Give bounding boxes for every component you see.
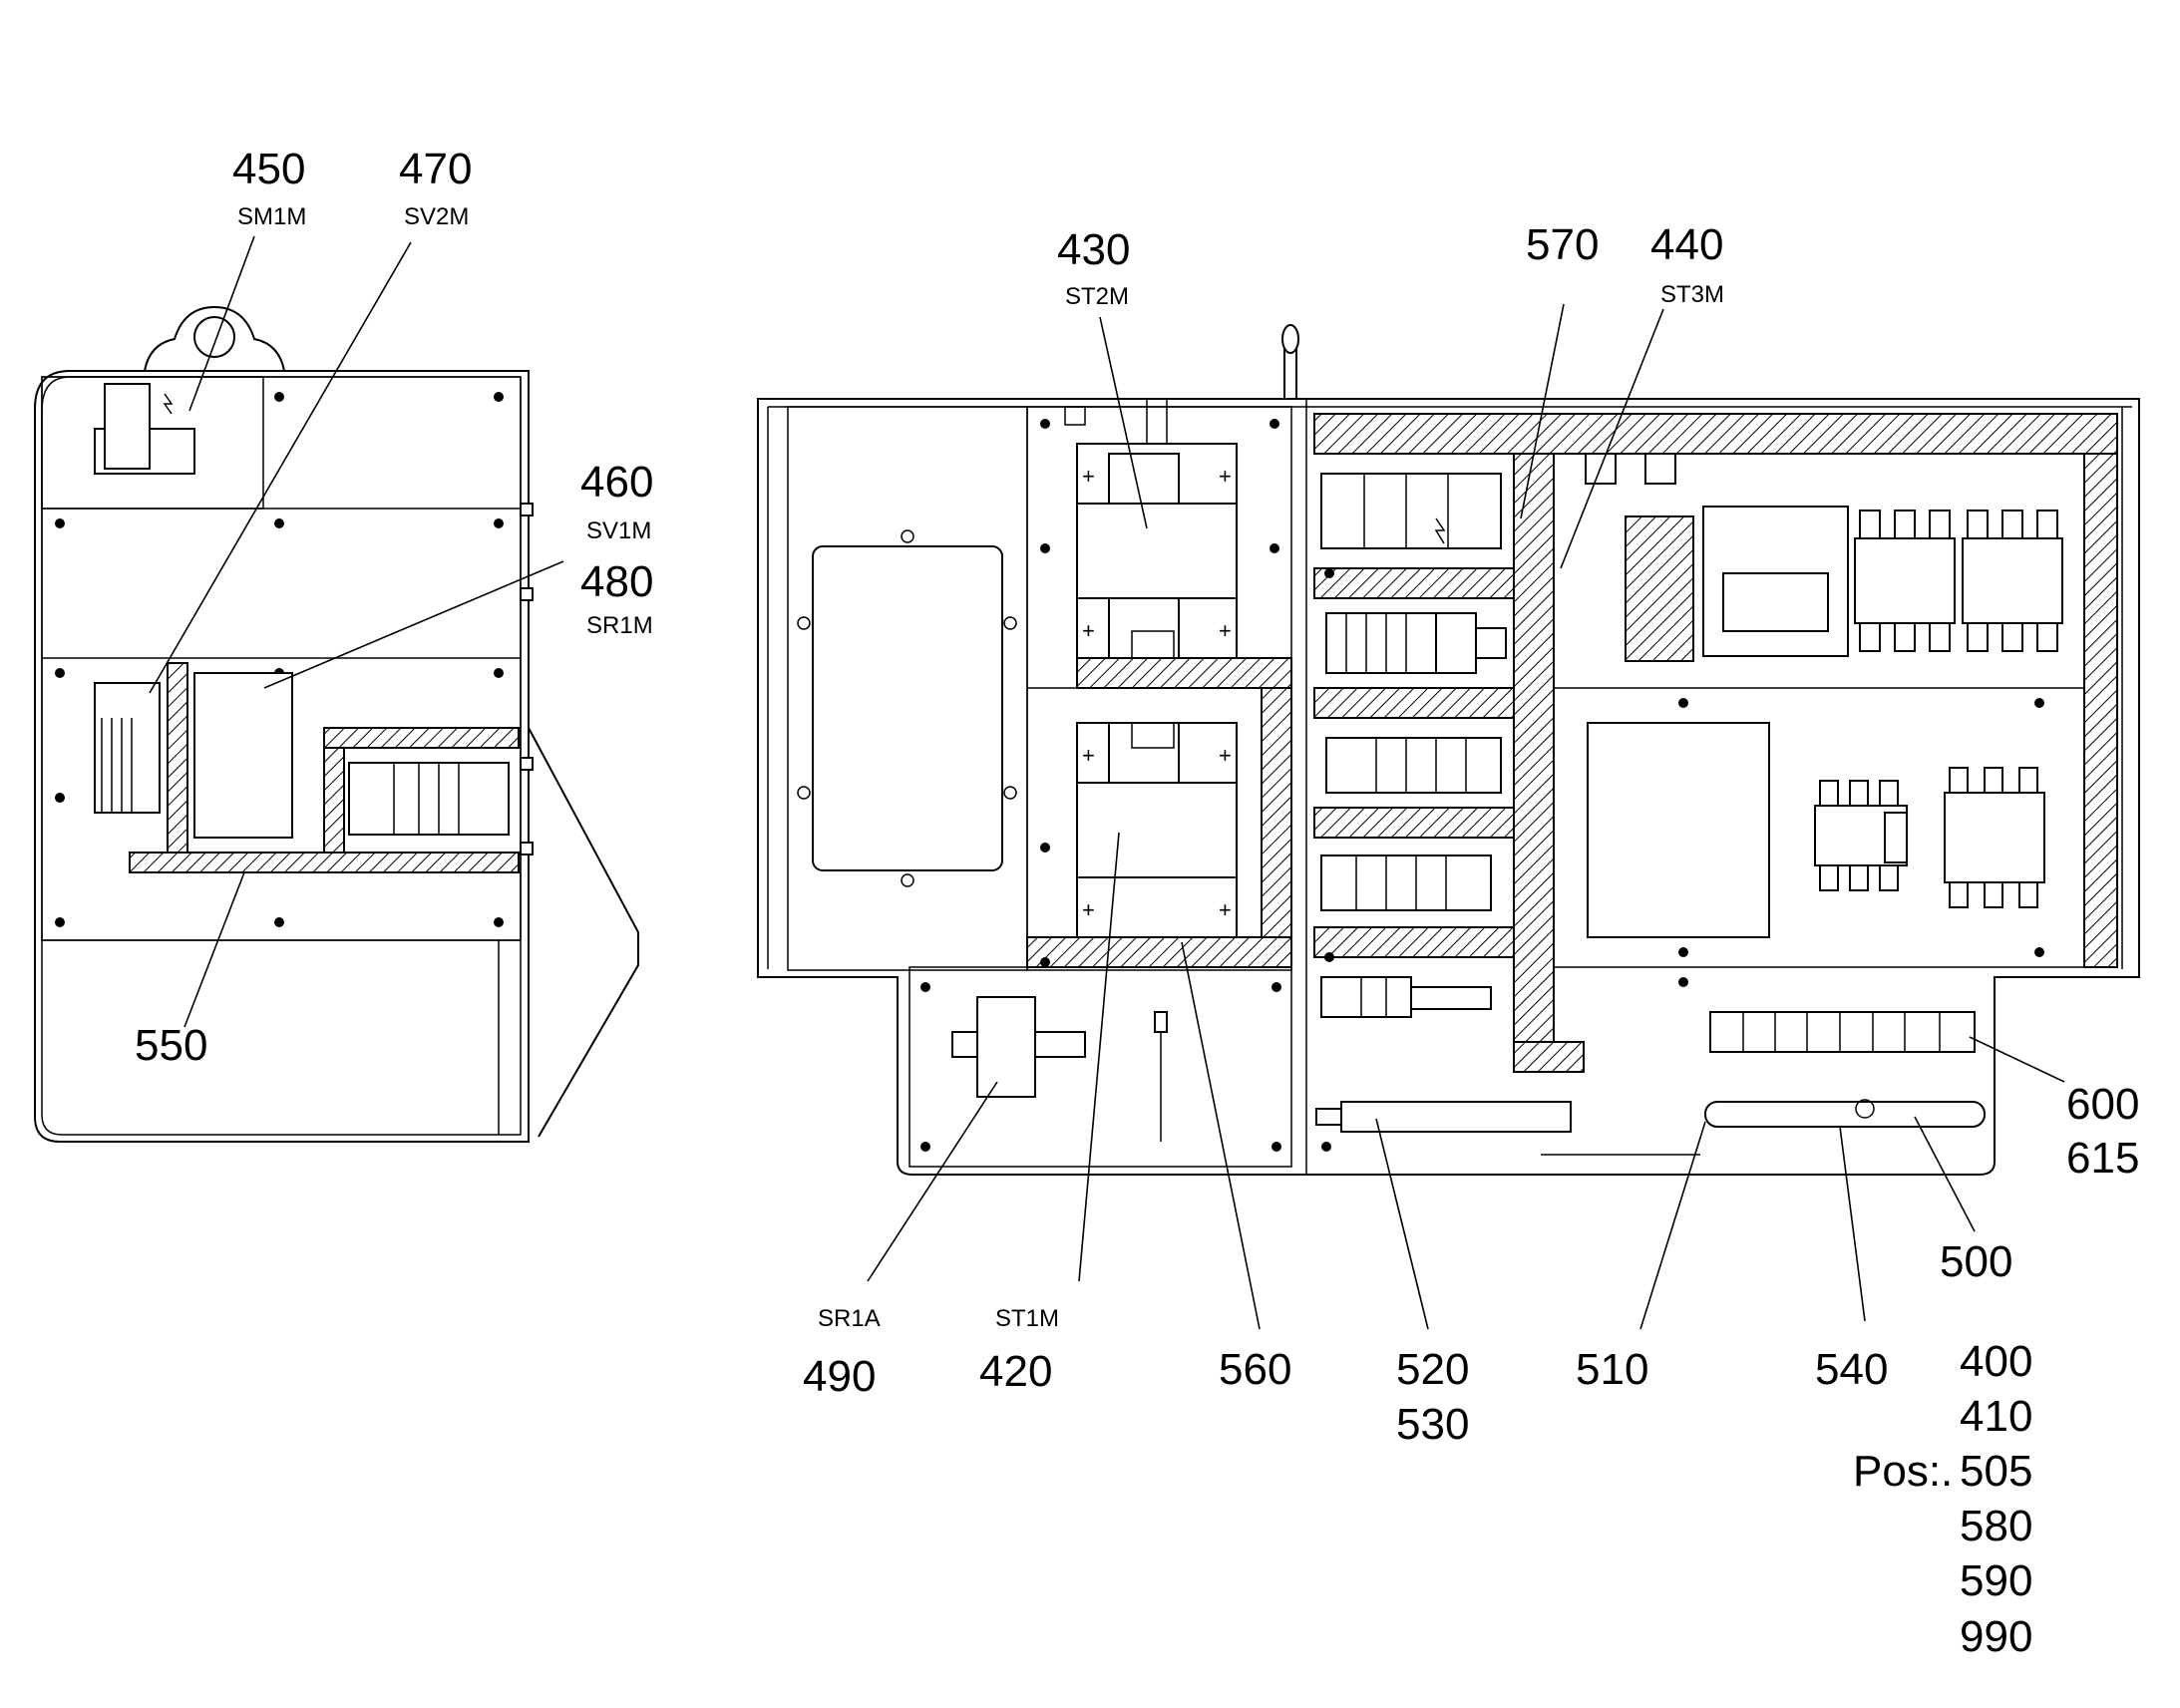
part-labels: 450 SM1M 470 SV2M 460 SV1M 480 SR1M 550 … [135, 145, 2139, 1661]
pos-item: 400 [1960, 1337, 2032, 1386]
svg-text:+: + [1082, 897, 1095, 922]
label-520: 520 [1396, 1345, 1469, 1394]
sublabel-490: SR1A [818, 1305, 881, 1332]
svg-text:+: + [1082, 618, 1095, 643]
pos-item: 990 [1960, 1612, 2032, 1661]
sublabel-440: ST3M [1660, 281, 1724, 308]
svg-text:+: + [1219, 464, 1232, 489]
svg-text:+: + [1219, 743, 1232, 768]
contactor-terminals [1859, 510, 2058, 652]
label-530: 530 [1396, 1400, 1469, 1449]
label-420: 420 [979, 1347, 1052, 1396]
sublabel-430: ST2M [1065, 283, 1129, 310]
label-450: 450 [232, 145, 305, 193]
sublabel-480: SR1M [586, 612, 653, 639]
pos-prefix: Pos:. [1853, 1447, 1953, 1496]
pos-item: 580 [1960, 1502, 2032, 1550]
leader-lines [149, 235, 2065, 1330]
front-view: + + + + + + + + [757, 324, 2140, 1176]
svg-text:+: + [1219, 618, 1232, 643]
label-550: 550 [135, 1021, 207, 1070]
sublabel-470: SV2M [404, 203, 469, 230]
label-440: 440 [1650, 220, 1723, 269]
sublabel-420: ST1M [995, 1305, 1059, 1332]
label-615: 615 [2066, 1134, 2139, 1183]
label-560: 560 [1219, 1345, 1291, 1394]
label-460: 460 [580, 458, 653, 507]
pos-item: 505 [1960, 1447, 2032, 1496]
pos-item: 590 [1960, 1556, 2032, 1605]
pos-item: 410 [1960, 1392, 2032, 1441]
label-470: 470 [399, 145, 472, 193]
sublabel-450: SM1M [237, 203, 306, 230]
label-480: 480 [580, 557, 653, 606]
label-510: 510 [1576, 1345, 1648, 1394]
svg-text:+: + [1082, 743, 1095, 768]
label-540: 540 [1815, 1345, 1888, 1394]
label-500: 500 [1940, 1237, 2012, 1286]
label-430: 430 [1057, 225, 1130, 274]
label-600: 600 [2066, 1080, 2139, 1129]
label-490: 490 [803, 1352, 876, 1401]
sublabel-460: SV1M [586, 517, 651, 544]
side-view [34, 305, 639, 1143]
label-570: 570 [1526, 220, 1599, 269]
svg-text:+: + [1082, 464, 1095, 489]
svg-text:+: + [1219, 897, 1232, 922]
